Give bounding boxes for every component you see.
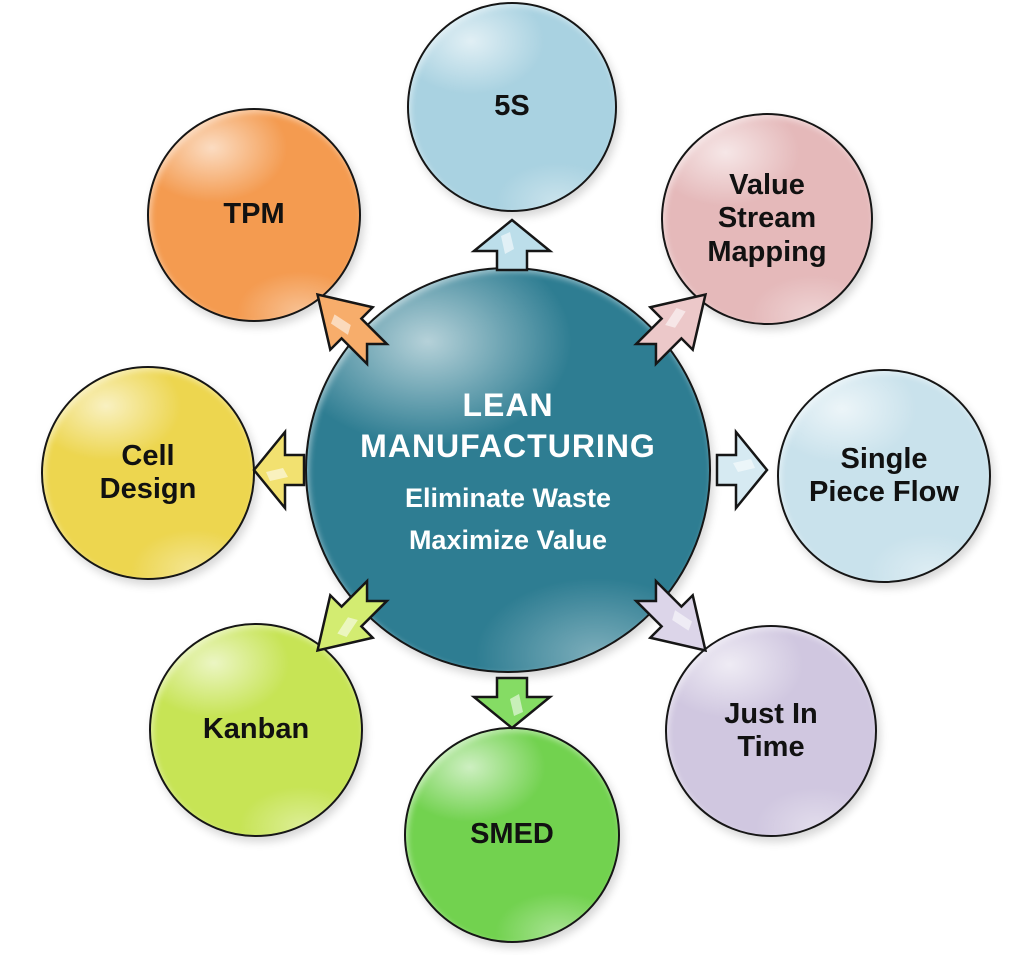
center-title: LEAN MANUFACTURING	[360, 386, 656, 465]
center-subtitle-eliminate-waste: Eliminate Waste	[404, 482, 612, 513]
node-label-cell-design: Cell Design	[99, 439, 197, 505]
node-label-kanban: Kanban	[202, 713, 310, 746]
node-circle-just-in-time: Just In Time	[665, 625, 877, 837]
center-subtitle-maximize-value: Maximize Value	[408, 524, 608, 555]
node-label-smed: SMED	[470, 818, 554, 851]
node-label-just-in-time: Just In Time	[724, 697, 818, 763]
arrow-to-5s	[470, 218, 554, 272]
node-label-5s: 5S	[494, 90, 530, 123]
node-label-value-stream-mapping: Value Stream Mapping	[707, 169, 827, 268]
node-circle-value-stream-mapping: Value Stream Mapping	[661, 113, 873, 325]
node-label-tpm: TPM	[223, 198, 285, 231]
node-circle-kanban: Kanban	[149, 623, 363, 837]
arrow-to-single-piece-flow	[715, 428, 769, 512]
node-circle-cell-design: Cell Design	[41, 366, 255, 580]
node-circle-5s: 5S	[407, 2, 617, 212]
arrow-to-cell-design	[252, 428, 306, 512]
center-text-block: LEAN MANUFACTURING Eliminate Waste Maxim…	[333, 385, 683, 556]
node-label-single-piece-flow: Single Piece Flow	[809, 442, 959, 508]
arrow-to-smed	[470, 676, 554, 730]
center-circle-lean-manufacturing: LEAN MANUFACTURING Eliminate Waste Maxim…	[305, 267, 711, 673]
node-circle-single-piece-flow: Single Piece Flow	[777, 369, 991, 583]
node-circle-smed: SMED	[404, 727, 620, 943]
node-circle-tpm: TPM	[147, 108, 361, 322]
